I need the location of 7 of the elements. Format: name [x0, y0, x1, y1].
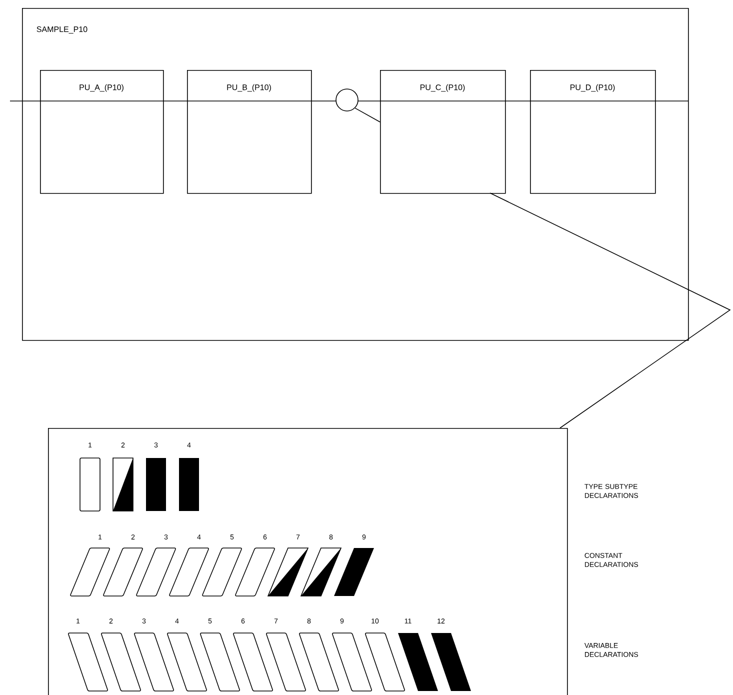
connector-circle [336, 88, 358, 112]
leader-line [490, 192, 731, 428]
unit-box: PU_A_(P10) [40, 70, 164, 194]
connector-line [354, 108, 380, 122]
unit-box: PU_C_(P10) [380, 70, 506, 194]
unit-box: PU_B_(P10) [187, 70, 312, 194]
unit-box: PU_D_(P10) [530, 70, 656, 194]
